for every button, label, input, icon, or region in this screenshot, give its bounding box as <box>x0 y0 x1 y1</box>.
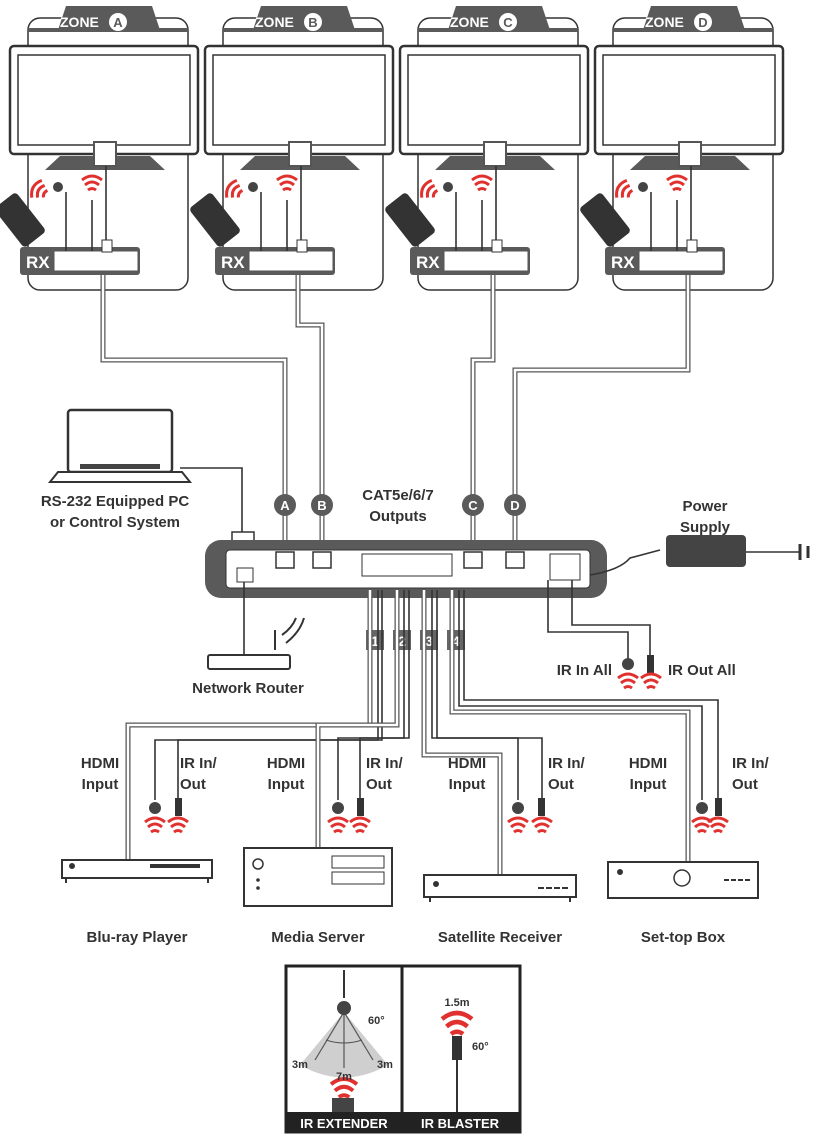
output-letter-c: C <box>462 494 484 516</box>
matrix-switch <box>205 540 607 598</box>
zone-a: ZONE A RX <box>0 6 200 291</box>
hdmi-input-label-1: HDMI <box>81 755 119 772</box>
source-cables <box>125 580 719 875</box>
remote-icon <box>190 193 240 247</box>
hdmi-input-label-2b: Input <box>268 776 305 793</box>
extender-right-range: 3m <box>377 1059 393 1071</box>
media-server-icon <box>243 847 393 907</box>
hdmi-input-label-2: HDMI <box>267 755 305 772</box>
blaster-angle: 60° <box>472 1041 489 1053</box>
ir-label-2b: Out <box>366 776 392 793</box>
ir-label-2: IR In/ <box>366 755 403 772</box>
zone-c: ZONE C RX <box>385 6 590 291</box>
ir-label-3b: Out <box>548 776 574 793</box>
power-label-line1: Power <box>682 498 727 515</box>
ir-label-1b: Out <box>180 776 206 793</box>
router-icon <box>207 617 305 670</box>
cat-cables <box>100 275 691 555</box>
zone-label: ZONE <box>255 14 294 30</box>
zone-letter: A <box>113 15 123 30</box>
laptop-icon <box>47 408 193 483</box>
output-letter-b: B <box>311 494 333 516</box>
ir-out-all-label: IR Out All <box>668 662 736 679</box>
ir-extender-diagram <box>300 970 388 1112</box>
svg-text:3: 3 <box>425 633 433 649</box>
power-label-line2: Supply <box>680 519 731 536</box>
extender-angle: 60° <box>368 1015 385 1027</box>
ir-blaster-title: IR BLASTER <box>421 1116 500 1131</box>
hdmi-input-label-3b: Input <box>449 776 486 793</box>
pc-label-line1: RS-232 Equipped PC <box>41 493 190 510</box>
zone-label: ZONE <box>645 14 684 30</box>
svg-text:1: 1 <box>371 633 379 649</box>
output-letter-a: A <box>274 494 296 516</box>
zone-b: ZONE B RX <box>190 6 395 291</box>
pc-label-line2: or Control System <box>50 514 180 531</box>
source-name-2: Media Server <box>271 929 365 946</box>
svg-text:A: A <box>280 498 290 513</box>
hdmi-input-label-1b: Input <box>82 776 119 793</box>
svg-text:2: 2 <box>398 633 406 649</box>
extender-front-range: 7m <box>336 1071 352 1083</box>
zone-letter: D <box>698 15 707 30</box>
zone-label: ZONE <box>450 14 489 30</box>
ir-in-all-label: IR In All <box>557 662 612 679</box>
ir-all-emitters <box>616 655 663 690</box>
zone-d: ZONE D RX <box>580 6 785 291</box>
remote-icon <box>580 193 630 247</box>
blaster-range: 1.5m <box>444 997 469 1009</box>
settop-box-icon <box>607 861 759 899</box>
satellite-receiver-icon <box>423 874 577 902</box>
hdmi-input-label-3: HDMI <box>448 755 486 772</box>
source-name-4: Set-top Box <box>641 929 726 946</box>
zone-letter: C <box>503 15 513 30</box>
hdmi-input-label-4: HDMI <box>629 755 667 772</box>
outputs-title-line2: Outputs <box>369 508 427 525</box>
remote-icon <box>0 193 45 247</box>
zone-letter: B <box>308 15 317 30</box>
bluray-player-icon <box>61 859 213 883</box>
zone-label: ZONE <box>60 14 99 30</box>
rx-label: RX <box>221 253 245 272</box>
power-supply-icon <box>589 535 810 576</box>
rx-label: RX <box>26 253 50 272</box>
svg-text:B: B <box>317 498 326 513</box>
svg-text:4: 4 <box>452 633 460 649</box>
extender-left-range: 3m <box>292 1059 308 1071</box>
rx-label: RX <box>611 253 635 272</box>
hdmi-input-label-4b: Input <box>630 776 667 793</box>
output-letter-d: D <box>504 494 526 516</box>
ir-blaster-diagram <box>442 1013 472 1112</box>
svg-text:C: C <box>468 498 478 513</box>
source-name-1: Blu-ray Player <box>87 929 188 946</box>
source-name-3: Satellite Receiver <box>438 929 562 946</box>
remote-icon <box>385 193 435 247</box>
outputs-title-line1: CAT5e/6/7 <box>362 487 433 504</box>
ir-label-4: IR In/ <box>732 755 769 772</box>
svg-text:D: D <box>510 498 519 513</box>
ir-label-1: IR In/ <box>180 755 217 772</box>
router-label: Network Router <box>192 680 304 697</box>
ir-extender-title: IR EXTENDER <box>300 1116 388 1131</box>
ir-label-3: IR In/ <box>548 755 585 772</box>
rx-label: RX <box>416 253 440 272</box>
ir-label-4b: Out <box>732 776 758 793</box>
